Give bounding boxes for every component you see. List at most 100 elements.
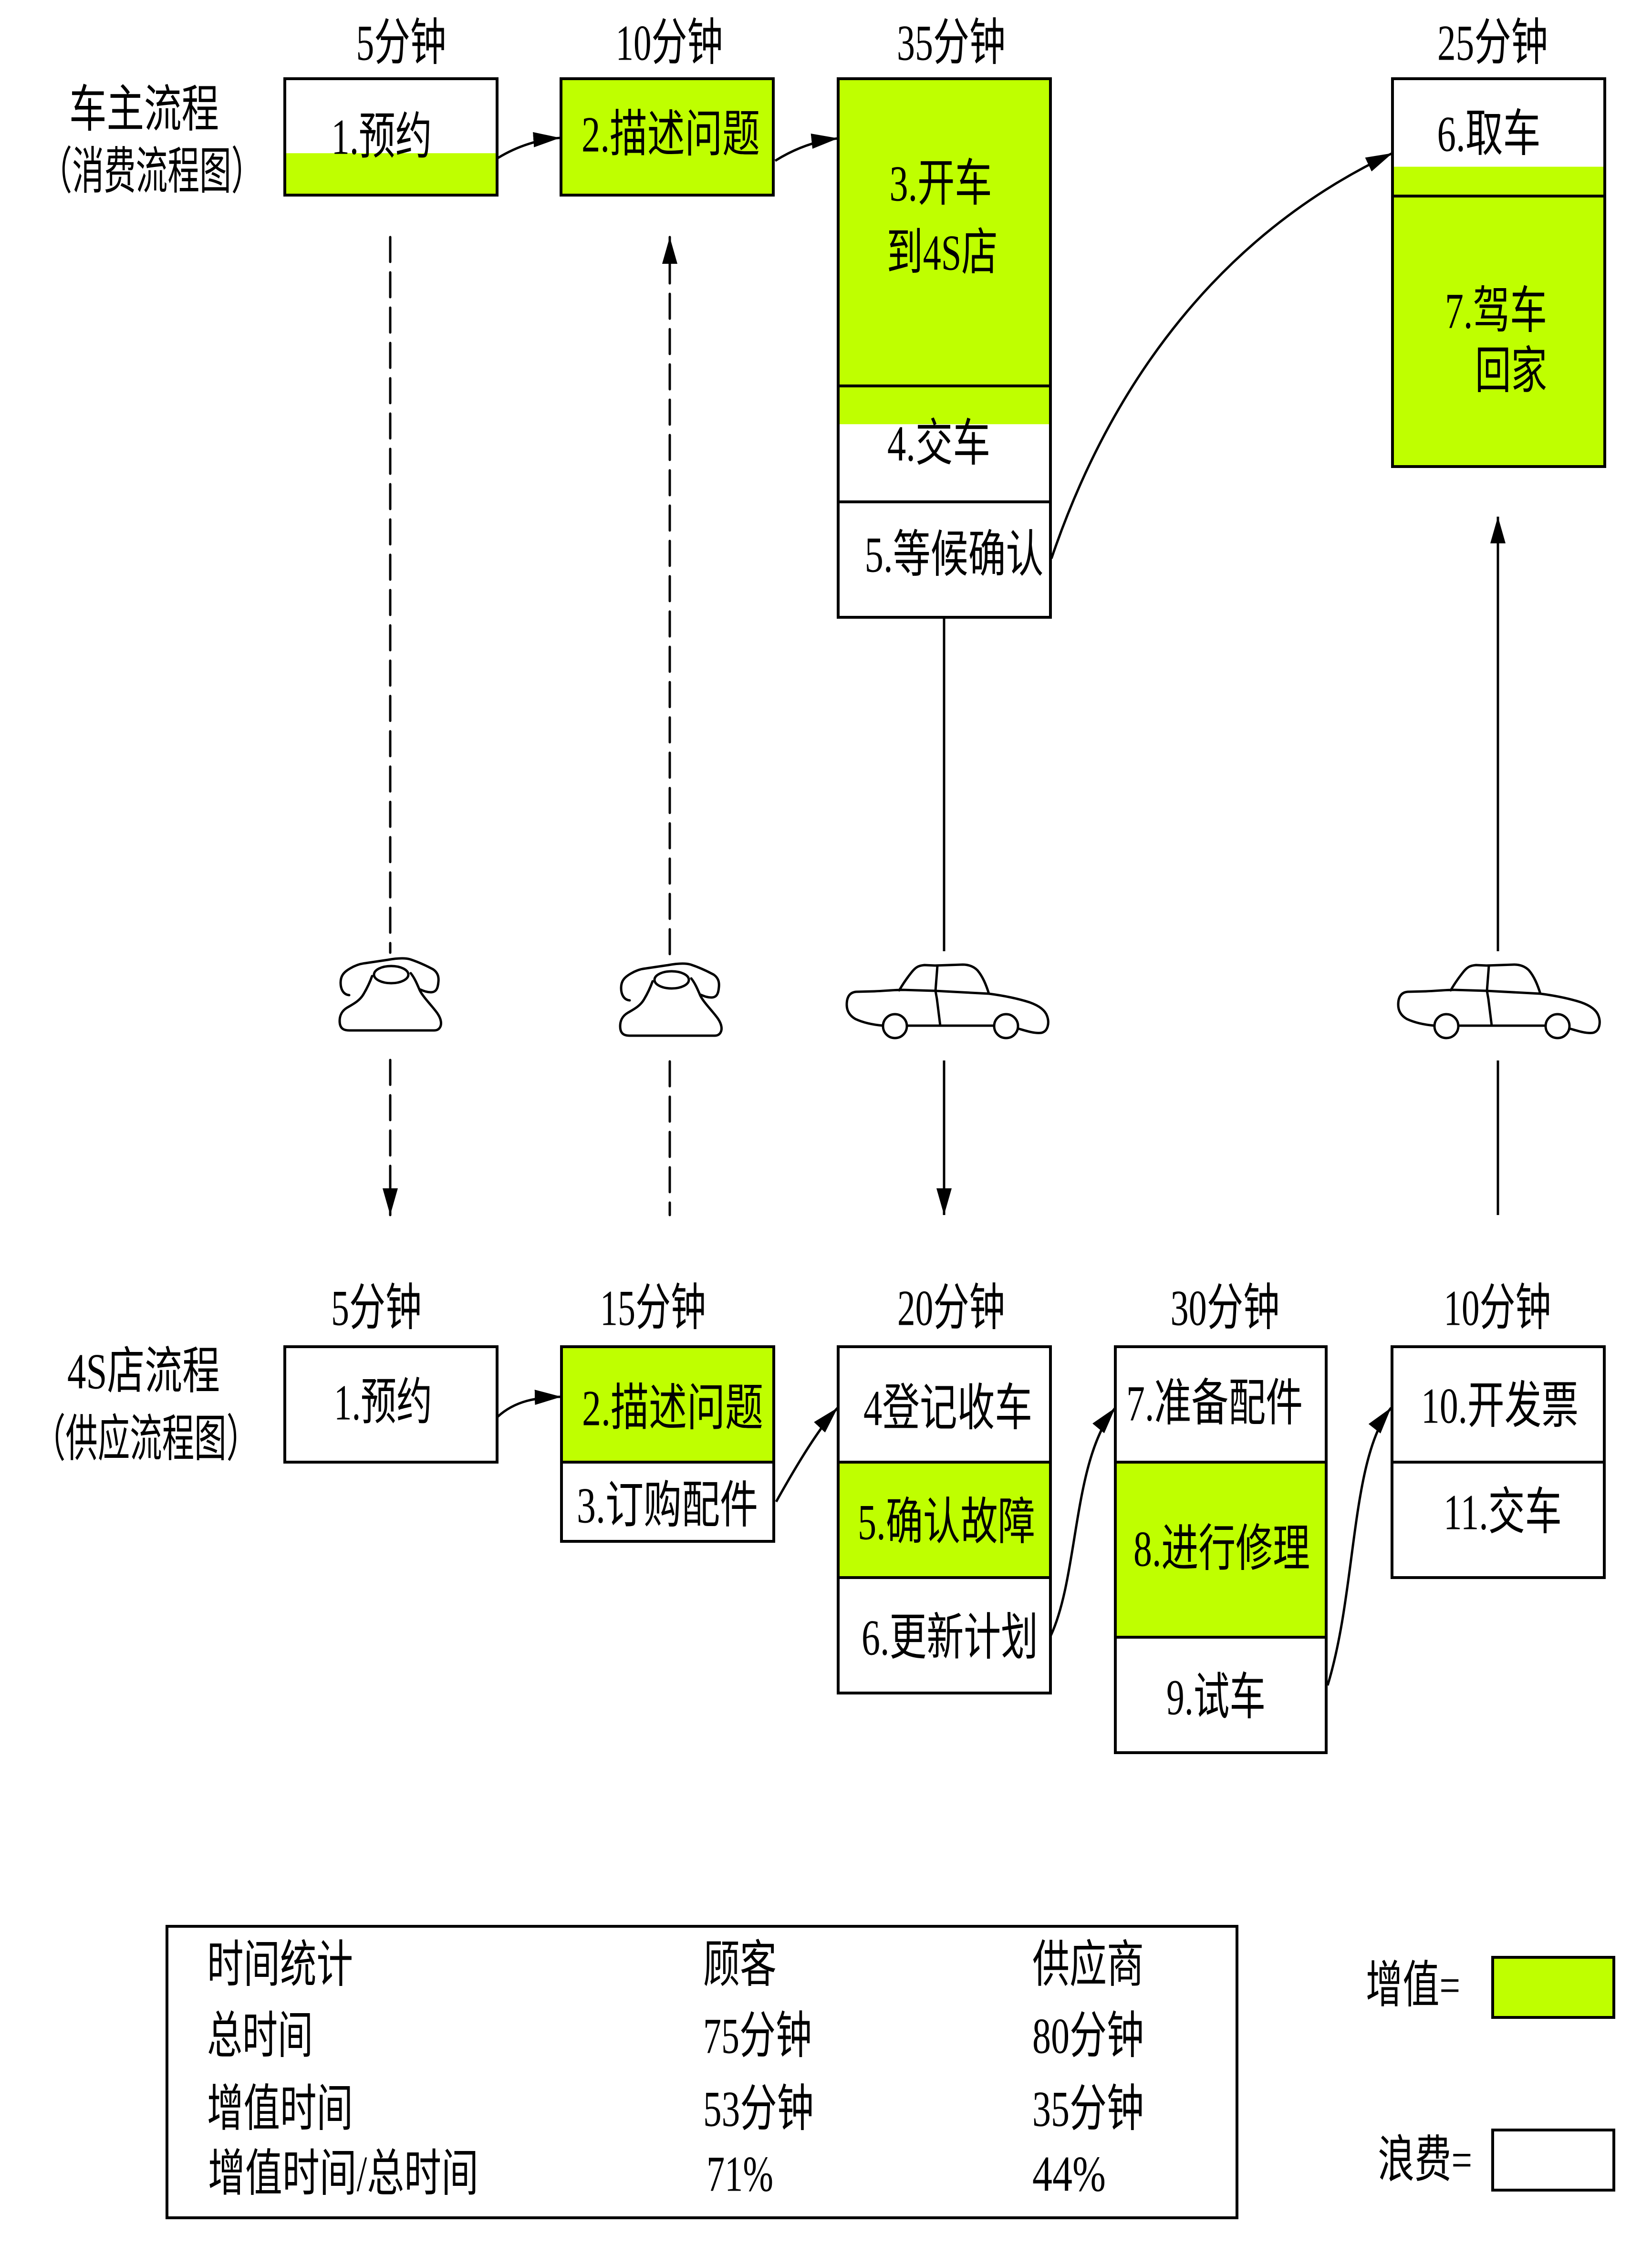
flow-arrow — [774, 134, 839, 162]
step-label: 7.驾车 — [1445, 283, 1547, 339]
customer-lane-title: 车主流程 — [69, 82, 219, 138]
step-label: 2.描述问题 — [582, 1381, 763, 1436]
legend-item-value-added: 增值= — [1366, 1956, 1615, 2019]
step-box — [837, 1576, 1052, 1694]
flow-arrow — [1049, 1407, 1116, 1636]
flow-arrow — [497, 132, 561, 159]
value-added-fill — [838, 79, 1050, 386]
step-label: 1.预约 — [332, 109, 432, 165]
value-added-fill — [1392, 196, 1605, 467]
step-cell: 11.交车 — [1391, 1461, 1606, 1579]
stage-time-label: 35分钟 — [897, 15, 1006, 71]
step-label: 11.交车 — [1444, 1485, 1562, 1540]
table-row: 总时间 75分钟 80分钟 — [207, 2008, 1144, 2064]
step-label: 2.描述问题 — [582, 107, 760, 163]
legend-swatch-value-added — [1491, 1956, 1615, 2019]
step-label: 6.取车 — [1437, 106, 1541, 162]
legend-swatch-waste — [1491, 2129, 1615, 2192]
stage-time-label: 10分钟 — [1444, 1280, 1551, 1336]
table-cell: 35分钟 — [1032, 2081, 1144, 2137]
table-row: 增值时间/总时间 71% 44% — [208, 2146, 1106, 2202]
step-cell: 10.开发票 — [1391, 1345, 1606, 1464]
connector-car-pickup — [1397, 517, 1601, 1215]
step-label: 8.进行修理 — [1133, 1521, 1310, 1577]
table-cell: 增值时间 — [207, 2081, 353, 2137]
step-cell: 9.试车 — [1114, 1636, 1328, 1754]
flow-arrow — [1326, 1407, 1392, 1686]
table-cell: 总时间 — [207, 2008, 313, 2064]
flow-arrow — [1050, 152, 1393, 559]
car-icon — [1397, 963, 1601, 1039]
step-cell: 7.准备配件 — [1114, 1345, 1328, 1464]
stage-time-label: 20分钟 — [897, 1280, 1005, 1336]
step-box — [283, 1345, 499, 1464]
table-cell: 75分钟 — [703, 2008, 812, 2064]
connector-car-dropoff — [845, 617, 1049, 1215]
time-summary-table: 时间统计 顾客 供应商 总时间 75分钟 80分钟 增值时间 53分钟 35分钟… — [166, 1925, 1238, 2219]
table-header-row: 时间统计 顾客 供应商 — [207, 1937, 1144, 1993]
step-label: 3.订购配件 — [577, 1478, 758, 1534]
value-added-fill — [1115, 1462, 1326, 1637]
supplier-lane: 4S店流程 （供应流程图） 5分钟 15分钟 20分钟 30分钟 10分钟 1.… — [33, 1280, 1606, 1754]
legend-label: 增值= — [1366, 1958, 1460, 2014]
stage-time-label: 25分钟 — [1437, 15, 1548, 71]
value-added-fill — [838, 386, 1050, 425]
step-cell: 1.预约 — [283, 77, 499, 197]
step-box — [560, 77, 775, 197]
flow-arrow — [497, 1390, 562, 1418]
step-box — [560, 1461, 775, 1543]
step-cell: 8.进行修理 — [1114, 1461, 1328, 1639]
step-cell: 7.驾车 回家 — [1391, 195, 1606, 468]
stage-time-label: 15分钟 — [600, 1280, 706, 1336]
step-box — [1391, 1461, 1606, 1579]
step-cell: 3.订购配件 — [560, 1461, 775, 1543]
value-added-fill — [838, 1462, 1050, 1578]
step-cell: 1.预约 — [283, 1345, 499, 1464]
step-cell: 2.描述问题 — [560, 1345, 775, 1464]
customer-lane-subtitle: （消费流程图） — [41, 144, 263, 200]
step-cell: 4登记收车 — [837, 1345, 1052, 1464]
step-box — [1114, 1636, 1328, 1754]
table-cell: 44% — [1032, 2146, 1106, 2202]
legend: 增值= 浪费= — [1366, 1956, 1615, 2192]
table-frame — [166, 1925, 1238, 2219]
value-added-fill — [561, 1347, 774, 1462]
telephone-icon — [338, 957, 442, 1032]
stage-time-label: 5分钟 — [331, 1280, 422, 1336]
connector-appointment-call — [338, 236, 442, 1216]
step-label: 9.试车 — [1166, 1670, 1266, 1725]
table-row: 增值时间 53分钟 35分钟 — [207, 2081, 1144, 2137]
step-cell: 6.取车 — [1391, 77, 1606, 197]
legend-label: 浪费= — [1378, 2132, 1472, 2188]
step-box — [283, 77, 499, 197]
table-header-cell: 顾客 — [703, 1937, 777, 1993]
step-cell: 3.开车 到4S店 — [837, 77, 1052, 387]
step-label: 3.开车 — [890, 156, 992, 212]
table-cell: 增值时间/总时间 — [208, 2146, 478, 2202]
table-cell: 53分钟 — [703, 2081, 814, 2137]
step-cell: 5.确认故障 — [837, 1461, 1052, 1579]
stage-time-label: 10分钟 — [616, 15, 723, 71]
telephone-icon — [619, 962, 723, 1037]
value-added-fill — [1392, 166, 1605, 196]
step-cell: 5.等候确认 — [837, 500, 1052, 619]
step-label: 10.开发票 — [1421, 1378, 1579, 1434]
step-cell: 4.交车 — [837, 384, 1052, 503]
supplier-lane-subtitle: （供应流程图） — [33, 1412, 259, 1467]
step-label: 7.准备配件 — [1126, 1376, 1303, 1432]
stage-time-label: 5分钟 — [356, 15, 447, 71]
connector-problem-call — [619, 236, 723, 1216]
step-label: 6.更新计划 — [862, 1610, 1038, 1666]
step-cell: 2.描述问题 — [560, 77, 775, 197]
value-added-fill — [285, 153, 497, 195]
step-label: 5.确认故障 — [858, 1495, 1035, 1550]
stage-time-label: 30分钟 — [1171, 1280, 1280, 1336]
table-cell: 80分钟 — [1032, 2008, 1144, 2064]
table-header-cell: 供应商 — [1032, 1937, 1144, 1993]
step-label: 到4S店 — [887, 225, 998, 281]
step-label: 5.等候确认 — [865, 527, 1044, 583]
legend-item-waste: 浪费= — [1378, 2129, 1615, 2192]
table-header-cell: 时间统计 — [207, 1937, 353, 1993]
value-added-fill — [561, 79, 773, 195]
